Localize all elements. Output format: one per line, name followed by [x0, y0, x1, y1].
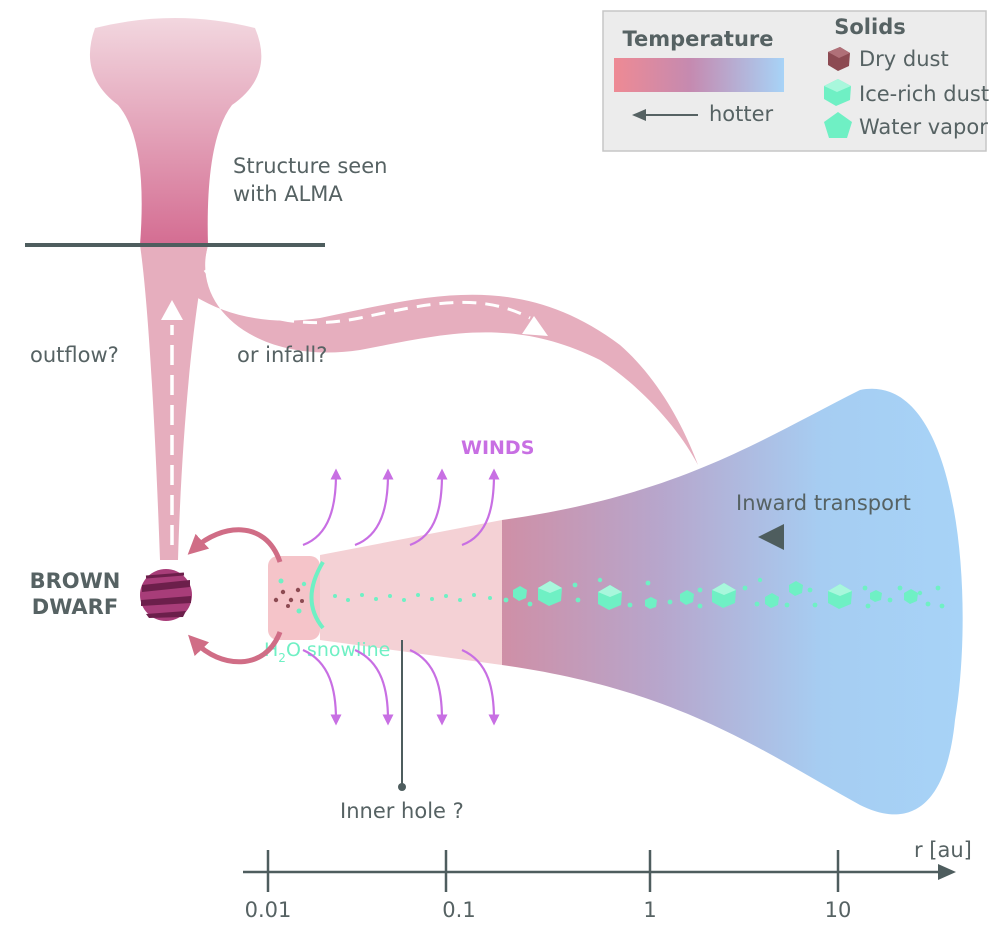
legend-hotter-label: hotter [709, 102, 774, 126]
brown-dwarf-label-line1: BROWN [30, 569, 121, 593]
axis-tick-label-0.1: 0.1 [442, 898, 475, 922]
alma-structure-label-line1: Structure seen [233, 154, 387, 178]
axis-tick-label-10: 10 [825, 898, 852, 922]
infall-stream [140, 245, 698, 465]
axis-label: r [au] [914, 838, 972, 862]
axis-tick-label-1: 1 [643, 898, 656, 922]
radius-axis: 0.01 0.1 1 10 r [au] [243, 838, 972, 922]
dry-dust-particles [273, 587, 304, 608]
ice-particles [333, 577, 945, 609]
legend: Temperature hotter Solids Dry dust Ice-r… [602, 10, 989, 152]
axis-tick-label-0.01: 0.01 [245, 898, 292, 922]
outflow-arrow-head [161, 300, 183, 320]
accretion-loop-upper [187, 527, 283, 563]
inward-transport-label: Inward transport [736, 491, 911, 515]
inner-disk [320, 520, 502, 665]
winds-label: WINDS [461, 437, 534, 459]
winds-down [302, 648, 500, 726]
ice-rich-dust-grains [513, 581, 918, 610]
infall-dashed-arrow [203, 269, 531, 325]
legend-solids-title: Solids [834, 15, 905, 39]
axis-arrow-head [938, 864, 956, 880]
infall-label: or infall? [237, 343, 327, 367]
infall-arrow-head [522, 316, 548, 336]
temperature-gradient-bar [614, 58, 784, 92]
legend-item-water-vapor: Water vapor [859, 115, 988, 139]
snowline-curve [309, 560, 325, 630]
inward-transport-arrow-head [758, 524, 784, 550]
inner-hole-label: Inner hole ? [340, 799, 464, 823]
hotter-arrow-head [632, 109, 646, 121]
legend-item-ice-rich-dust: Ice-rich dust [859, 82, 989, 106]
alma-structure [89, 18, 262, 245]
inner-hot-region [268, 556, 320, 640]
winds-up [302, 468, 500, 547]
outflow-stream [140, 245, 208, 560]
alma-structure-label-line2: with ALMA [233, 182, 343, 206]
legend-item-dry-dust: Dry dust [859, 47, 949, 71]
legend-temperature-title: Temperature [622, 27, 773, 51]
ice-rich-dust-icon [824, 79, 851, 106]
brown-dwarf [140, 569, 192, 621]
water-vapor-particles [278, 578, 307, 614]
inner-hole-pointer-dot [398, 783, 406, 791]
outflow-label: outflow? [30, 343, 119, 367]
water-vapor-icon [824, 112, 852, 138]
accretion-loop-lower [188, 631, 283, 665]
brown-dwarf-label-line2: DWARF [32, 595, 118, 619]
dry-dust-icon [828, 47, 850, 71]
